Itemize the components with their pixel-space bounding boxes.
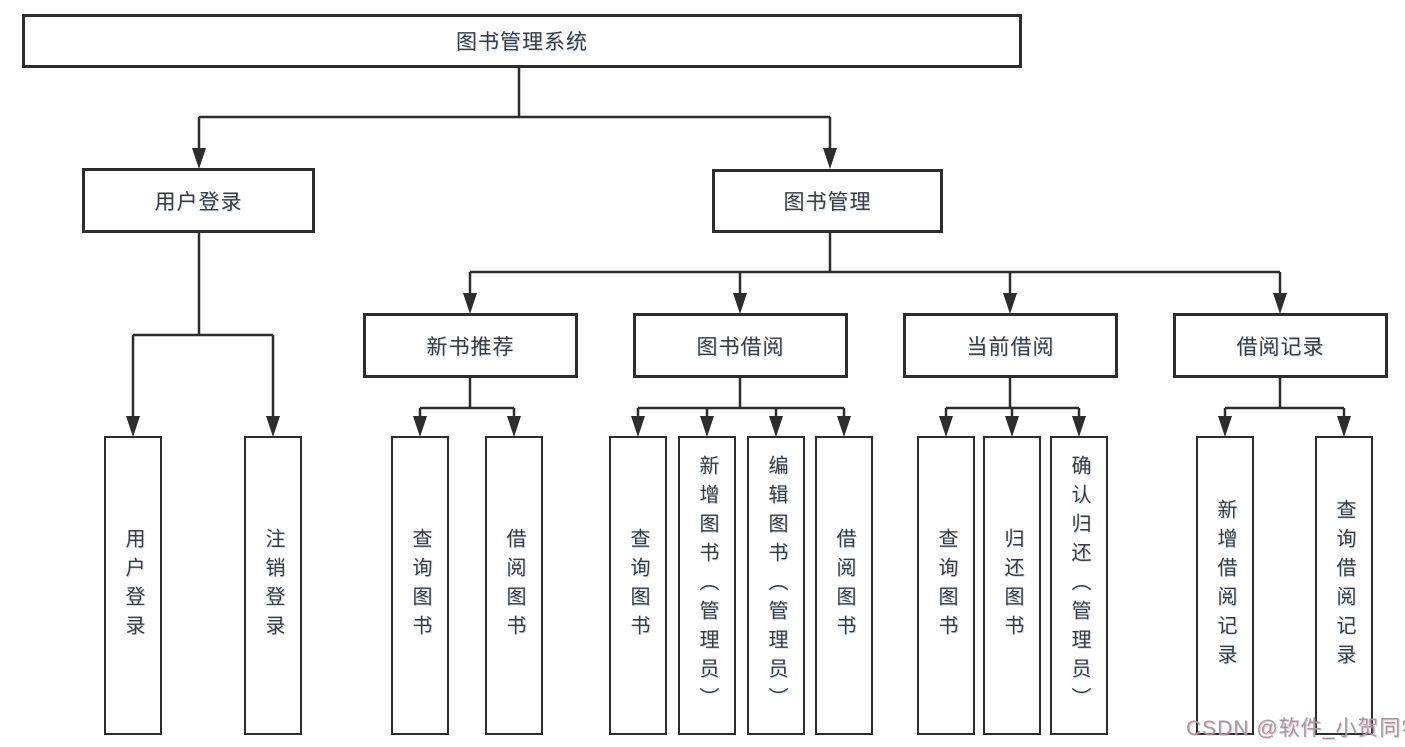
node-label: 用户登录	[154, 190, 243, 214]
node-user-login: 用户登录	[82, 168, 315, 233]
node-label: 借阅记录	[1236, 335, 1325, 359]
leaf-label: 新增图书（管理员）	[696, 455, 718, 716]
leaf-label: 查询借阅记录	[1333, 498, 1355, 673]
node-library-management-system: 图书管理系统	[22, 14, 1022, 68]
leaf-borrow-books-recommend: 借阅图书	[485, 436, 543, 735]
node-label: 图书管理	[783, 191, 872, 214]
leaf-label: 确认归还（管理员）	[1068, 455, 1090, 716]
leaf-logout: 注销登录	[244, 436, 302, 735]
node-book-borrowing: 图书借阅	[633, 313, 848, 378]
leaf-add-borrow-record: 新增借阅记录	[1196, 436, 1254, 735]
leaf-label: 查询图书	[935, 527, 957, 644]
node-label: 新书推荐	[426, 335, 515, 359]
leaf-label: 用户登录	[122, 527, 144, 644]
node-label: 当前借阅	[966, 335, 1055, 359]
node-new-book-recommend: 新书推荐	[363, 313, 578, 378]
leaf-borrow-books-borrowing: 借阅图书	[815, 436, 873, 735]
node-book-management: 图书管理	[712, 169, 943, 233]
leaf-return-books: 归还图书	[983, 436, 1041, 735]
node-label: 图书借阅	[696, 335, 785, 359]
node-borrowing-records: 借阅记录	[1173, 313, 1388, 378]
leaf-label: 注销登录	[262, 527, 284, 644]
leaf-label: 编辑图书（管理员）	[765, 455, 787, 716]
leaf-confirm-return-admin: 确认归还（管理员）	[1050, 436, 1108, 735]
leaf-label: 查询图书	[409, 527, 431, 644]
leaf-label: 查询图书	[627, 527, 649, 644]
leaf-query-books-current: 查询图书	[917, 436, 975, 735]
node-label: 图书管理系统	[456, 31, 588, 54]
leaf-query-borrow-record: 查询借阅记录	[1315, 436, 1373, 735]
csdn-watermark: CSDN @软件_小贺同学	[1186, 717, 1405, 740]
leaf-label: 归还图书	[1001, 527, 1023, 644]
leaf-edit-book-admin: 编辑图书（管理员）	[747, 436, 805, 735]
leaf-add-book-admin: 新增图书（管理员）	[678, 436, 736, 735]
leaf-label: 借阅图书	[833, 527, 855, 644]
leaf-query-books-recommend: 查询图书	[391, 436, 449, 735]
leaf-label: 新增借阅记录	[1214, 498, 1236, 673]
leaf-label: 借阅图书	[503, 527, 525, 644]
leaf-query-books-borrowing: 查询图书	[609, 436, 667, 735]
leaf-user-login: 用户登录	[104, 436, 162, 735]
node-current-borrowing: 当前借阅	[903, 313, 1118, 378]
